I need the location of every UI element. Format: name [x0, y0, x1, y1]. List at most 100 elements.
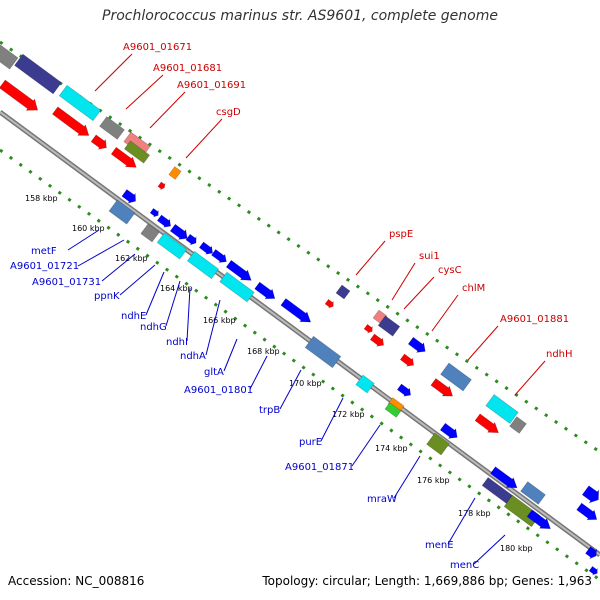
- gene-arrow: [324, 298, 334, 309]
- leader-line: [67, 229, 100, 251]
- tick-label: 168 kbp: [247, 347, 280, 356]
- gene-block: [123, 140, 151, 164]
- gene-block: [335, 284, 351, 300]
- gene-label-top: A9601_01881: [500, 314, 569, 325]
- gene-label-bottom: ndhG: [140, 322, 167, 333]
- gene-arrow: [526, 509, 551, 530]
- gene-arrow: [396, 383, 411, 397]
- gene-block: [304, 335, 342, 369]
- gene-block: [186, 250, 220, 280]
- inner-dotted-track: [0, 148, 600, 582]
- gene-block: [440, 362, 472, 392]
- leader-line: [94, 53, 133, 92]
- leader-line: [279, 369, 302, 410]
- gene-label-bottom: mraW: [367, 494, 397, 505]
- gene-block: [108, 199, 136, 225]
- gene-block: [14, 53, 62, 95]
- gene-arrow: [581, 485, 600, 504]
- leader-line: [467, 325, 499, 361]
- gene-label-bottom: A9601_01801: [184, 385, 253, 396]
- leader-line: [351, 424, 381, 467]
- gene-arrow: [149, 207, 159, 218]
- gene-arrow: [280, 298, 312, 323]
- gene-label-bottom: ppnK: [94, 291, 120, 302]
- gene-label-top: csgD: [216, 107, 241, 118]
- leader-line: [355, 240, 386, 276]
- gene-arrow: [121, 189, 136, 204]
- leader-line: [431, 294, 459, 332]
- gene-arrow: [51, 106, 90, 136]
- gene-arrow: [169, 223, 188, 240]
- gene-label-bottom: ndhE: [121, 311, 146, 322]
- leader-line: [145, 271, 165, 316]
- gene-label-top: A9601_01691: [177, 80, 246, 91]
- gene-arrow: [198, 241, 213, 255]
- topology-text: Topology: circular; Length: 1,669,886 bp…: [262, 574, 592, 588]
- gene-arrow: [369, 333, 384, 347]
- gene-block: [426, 432, 450, 456]
- leader-line: [473, 534, 506, 565]
- gene-arrow: [585, 546, 598, 560]
- gene-label-bottom: menE: [425, 540, 454, 551]
- gene-arrow: [399, 353, 414, 367]
- tick-label: 166 kbp: [203, 316, 236, 325]
- tick-label: 176 kbp: [417, 476, 450, 485]
- gene-block: [520, 481, 546, 505]
- leader-line: [514, 360, 546, 396]
- gene-label-bottom: purE: [299, 437, 322, 448]
- leader-line: [149, 91, 186, 129]
- leader-line: [205, 299, 221, 356]
- leader-line: [186, 287, 191, 342]
- leader-line: [125, 74, 164, 110]
- gene-label-bottom: A9601_01871: [285, 462, 354, 473]
- leader-line: [447, 497, 476, 545]
- map-title: Prochlorococcus marinus str. AS9601, com…: [102, 8, 498, 24]
- gene-block: [156, 232, 188, 260]
- accession-text: Accession: NC_008816: [8, 574, 145, 588]
- gene-arrow: [225, 259, 252, 281]
- gene-arrow: [157, 181, 166, 191]
- tick-label: 170 kbp: [289, 379, 322, 388]
- gene-label-top: pspE: [389, 229, 413, 240]
- leader-line: [77, 239, 125, 267]
- gene-arrow: [90, 134, 107, 150]
- leader-line: [320, 397, 344, 442]
- gene-block: [140, 223, 160, 243]
- leader-line: [165, 280, 181, 327]
- gene-arrow: [576, 502, 598, 521]
- gene-label-top: cysC: [438, 265, 462, 276]
- leader-line: [223, 338, 238, 372]
- gene-block: [219, 271, 255, 303]
- gene-block: [0, 44, 19, 70]
- gene-block: [509, 416, 527, 434]
- gene-block: [99, 116, 125, 140]
- gene-label-bottom: ndhI: [166, 337, 188, 348]
- gene-block: [355, 374, 375, 394]
- gene-arrow: [185, 233, 197, 246]
- leader-line: [185, 118, 223, 159]
- leader-line: [391, 262, 416, 301]
- gene-arrow: [0, 79, 39, 111]
- leader-line: [393, 455, 421, 499]
- gene-arrow: [156, 214, 171, 228]
- gene-label-bottom: gltA: [204, 367, 224, 378]
- tick-label: 162 kbp: [115, 254, 148, 263]
- gene-label-top: ndhH: [546, 349, 573, 360]
- gene-label-top: A9601_01671: [123, 42, 192, 53]
- gene-label-bottom: A9601_01731: [32, 277, 101, 288]
- gene-arrow: [110, 146, 137, 168]
- gene-arrow: [254, 281, 276, 300]
- gene-arrow: [363, 323, 373, 334]
- gene-arrow: [588, 565, 598, 576]
- gene-block: [58, 84, 102, 122]
- gene-arrow: [474, 413, 499, 434]
- tick-label: 164 kbp: [160, 284, 193, 293]
- genome-backbone-highlight: [0, 111, 600, 556]
- gene-block: [384, 402, 402, 418]
- tick-label: 172 kbp: [332, 410, 365, 419]
- gene-label-top: chlM: [462, 283, 485, 294]
- tick-label: 160 kbp: [72, 224, 105, 233]
- gene-block: [485, 394, 519, 424]
